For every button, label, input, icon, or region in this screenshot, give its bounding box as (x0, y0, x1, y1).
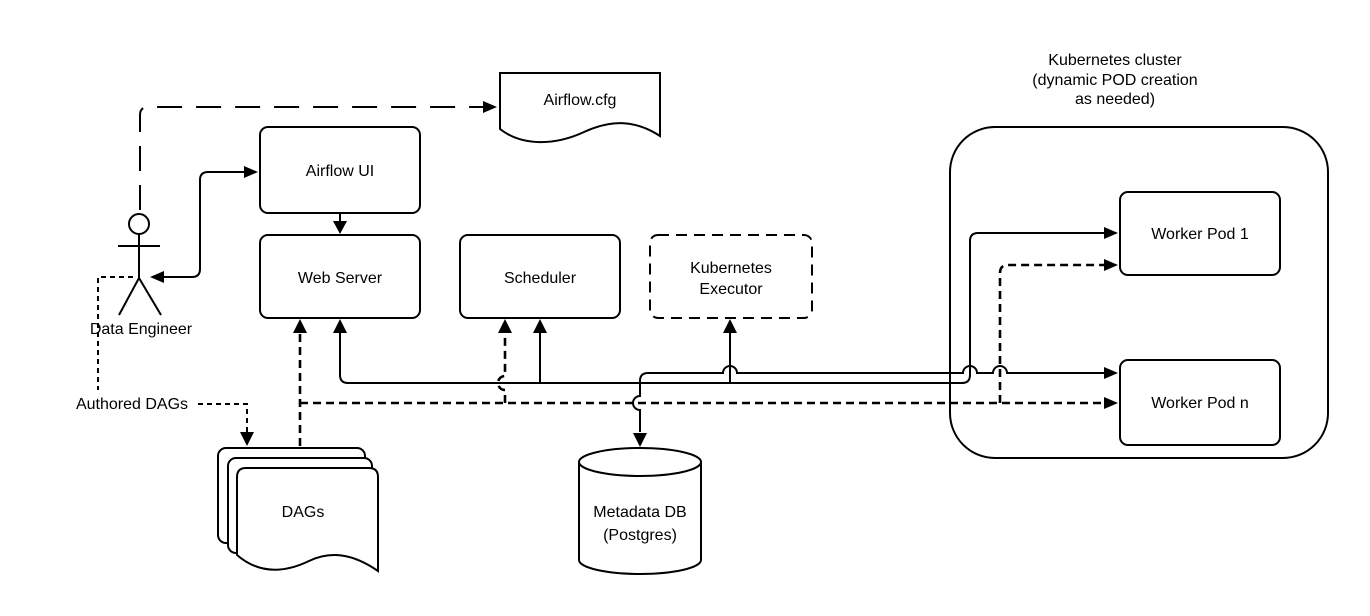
arrowhead-into-dags (240, 432, 254, 446)
arrowhead-bus-into-scheduler (533, 319, 547, 333)
authored-dags-connector (97, 276, 248, 433)
arrowheads (150, 101, 1118, 447)
arrowhead-dags-into-scheduler (498, 319, 512, 333)
arrowhead-into-data-engineer (150, 271, 164, 283)
worker-pod-1-label: Worker Pod 1 (1151, 226, 1249, 243)
scheduler-box (459, 234, 621, 319)
engineer-airflow-ui-connector (164, 171, 245, 278)
web-server-label: Web Server (298, 270, 383, 287)
arrowhead-bus-into-web-server (333, 319, 347, 333)
web-server-box (259, 234, 421, 319)
kubernetes-cluster-title-line2: (dynamic POD creation (1032, 72, 1197, 89)
arrowhead-solid-into-worker-pod-1 (1104, 227, 1118, 239)
worker-pod-n-label: Worker Pod n (1151, 395, 1249, 412)
kubernetes-executor-label-line1: Kubernetes (690, 260, 772, 277)
metadata-db-cylinder: Metadata DB (Postgres) (578, 447, 702, 575)
kubernetes-cluster-title-line3: as needed) (1075, 91, 1155, 108)
kubernetes-executor-box (649, 234, 813, 319)
arrowhead-solid-into-worker-pod-n (1104, 367, 1118, 379)
metadata-db-rim (578, 461, 702, 477)
arrowhead-dashed-into-worker-pod-1 (1104, 259, 1118, 271)
data-engineer-label: Data Engineer (90, 321, 193, 338)
airflow-ui-box (259, 126, 421, 214)
worker-pod-1-box (1119, 191, 1281, 276)
kubernetes-cluster-title-line1: Kubernetes cluster (1048, 52, 1182, 69)
arrowhead-ui-to-web-server (333, 221, 347, 234)
metadata-db-label-line2: (Postgres) (603, 527, 677, 544)
dag-distribution-connector (300, 263, 1105, 405)
arrowhead-into-metadata-db (633, 433, 647, 447)
kubernetes-executor-label-line2: Executor (699, 281, 763, 298)
data-engineer-figure: Data Engineer (90, 213, 193, 338)
metadata-db-label-line1: Metadata DB (593, 504, 686, 521)
metadata-db-worker-pod-connector (632, 365, 1105, 432)
figure-body (118, 234, 162, 316)
worker-pod-n-box (1119, 359, 1281, 446)
airflow-cfg-label: Airflow.cfg (544, 92, 617, 109)
airflow-ui-label: Airflow UI (306, 163, 374, 180)
scheduler-label: Scheduler (504, 270, 577, 287)
arrowhead-into-airflow-ui (244, 166, 258, 178)
dags-stack: DAGs (217, 447, 379, 573)
dags-page-front (236, 467, 379, 573)
arrowhead-dashed-into-worker-pod-n (1104, 397, 1118, 409)
airflow-cfg-document (499, 72, 661, 144)
arrowhead-into-airflow-cfg (483, 101, 497, 113)
dags-label: DAGs (282, 504, 325, 521)
authored-dags-label: Authored DAGs (76, 396, 188, 413)
engineer-to-cfg-connector (139, 106, 483, 210)
arrowhead-into-kubernetes-executor (723, 319, 737, 333)
figure-head (128, 213, 150, 235)
arrowhead-dags-into-web-server (293, 319, 307, 333)
metadata-db-body (578, 447, 702, 575)
solid-bus-connector (339, 232, 1105, 384)
